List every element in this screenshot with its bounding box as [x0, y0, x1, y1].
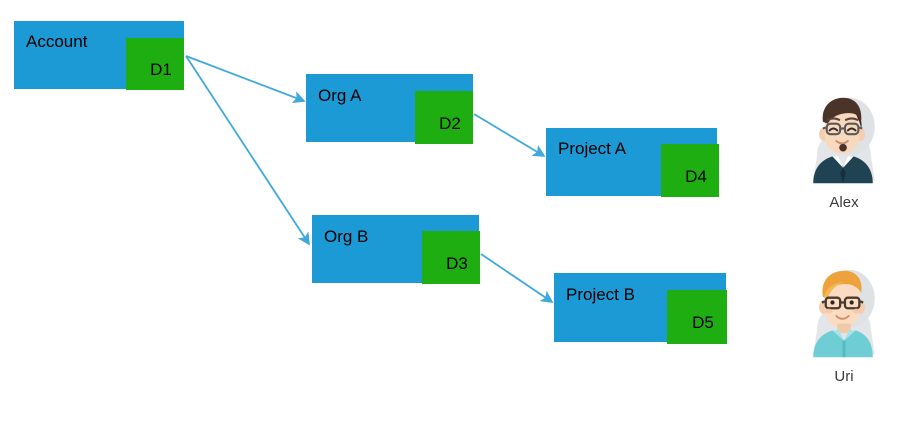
edge-d2-to-project-a	[473, 113, 546, 157]
node-account-label: Account	[26, 32, 88, 51]
chip-d3[interactable]: D3	[422, 231, 480, 284]
person-alex[interactable]: Alex	[784, 92, 904, 212]
man-with-glasses-avatar-icon	[813, 97, 875, 184]
man-blond-with-glasses-avatar-icon	[813, 269, 875, 358]
chip-d5-label: D5	[692, 313, 714, 332]
chip-d5[interactable]: D5	[667, 290, 727, 344]
edge-d1-to-org-a	[185, 55, 306, 104]
person-uri[interactable]: Uri	[784, 266, 904, 386]
chip-d3-label: D3	[446, 253, 468, 273]
node-project-a-label: Project A	[558, 139, 627, 158]
node-project-b-label: Project B	[566, 285, 635, 304]
person-uri-name: Uri	[834, 368, 854, 385]
node-org-b-label: Org B	[324, 227, 369, 246]
chip-d2[interactable]: D2	[415, 91, 473, 144]
chip-d1-label: D1	[150, 60, 172, 79]
chip-d1[interactable]: D1	[126, 38, 184, 90]
edge-d1-to-org-b	[185, 55, 310, 246]
node-org-a-label: Org A	[318, 86, 362, 105]
chip-d2-label: D2	[439, 113, 461, 133]
edge-d3-to-project-b	[480, 253, 554, 304]
chip-d4-label: D4	[685, 166, 707, 186]
chip-d4[interactable]: D4	[661, 144, 719, 197]
person-alex-name: Alex	[829, 194, 859, 211]
